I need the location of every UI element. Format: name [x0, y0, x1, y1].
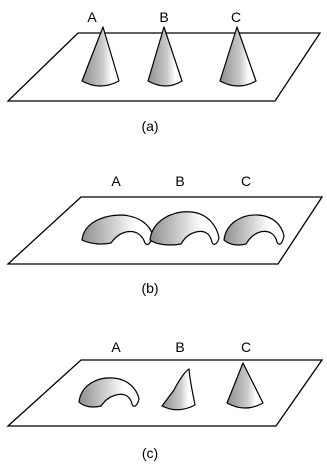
panel-a: A B C (a) [8, 9, 320, 134]
cone-a [82, 27, 119, 86]
object-label: B [175, 173, 184, 189]
ground-plane [8, 360, 322, 426]
curled-c [224, 215, 284, 245]
object-label: C [231, 9, 241, 25]
object-label: A [87, 9, 97, 25]
cone-c [220, 27, 256, 86]
object-label: C [241, 173, 251, 189]
object-label: B [159, 9, 168, 25]
panel-caption: (c) [142, 445, 158, 461]
object-label: C [241, 339, 251, 355]
panel-caption: (a) [141, 118, 158, 134]
cone-b [148, 27, 182, 86]
bent-cone-b [162, 369, 195, 410]
cone-c [227, 363, 263, 408]
panel-caption: (b) [141, 280, 158, 296]
panel-b: A B C (b) [8, 173, 322, 296]
object-label: A [111, 173, 121, 189]
curled-a [79, 378, 139, 407]
object-label: B [175, 339, 184, 355]
object-label: A [111, 339, 121, 355]
curled-a [82, 215, 153, 245]
panel-c: A B C (c) [8, 339, 322, 461]
curled-b [150, 212, 219, 245]
